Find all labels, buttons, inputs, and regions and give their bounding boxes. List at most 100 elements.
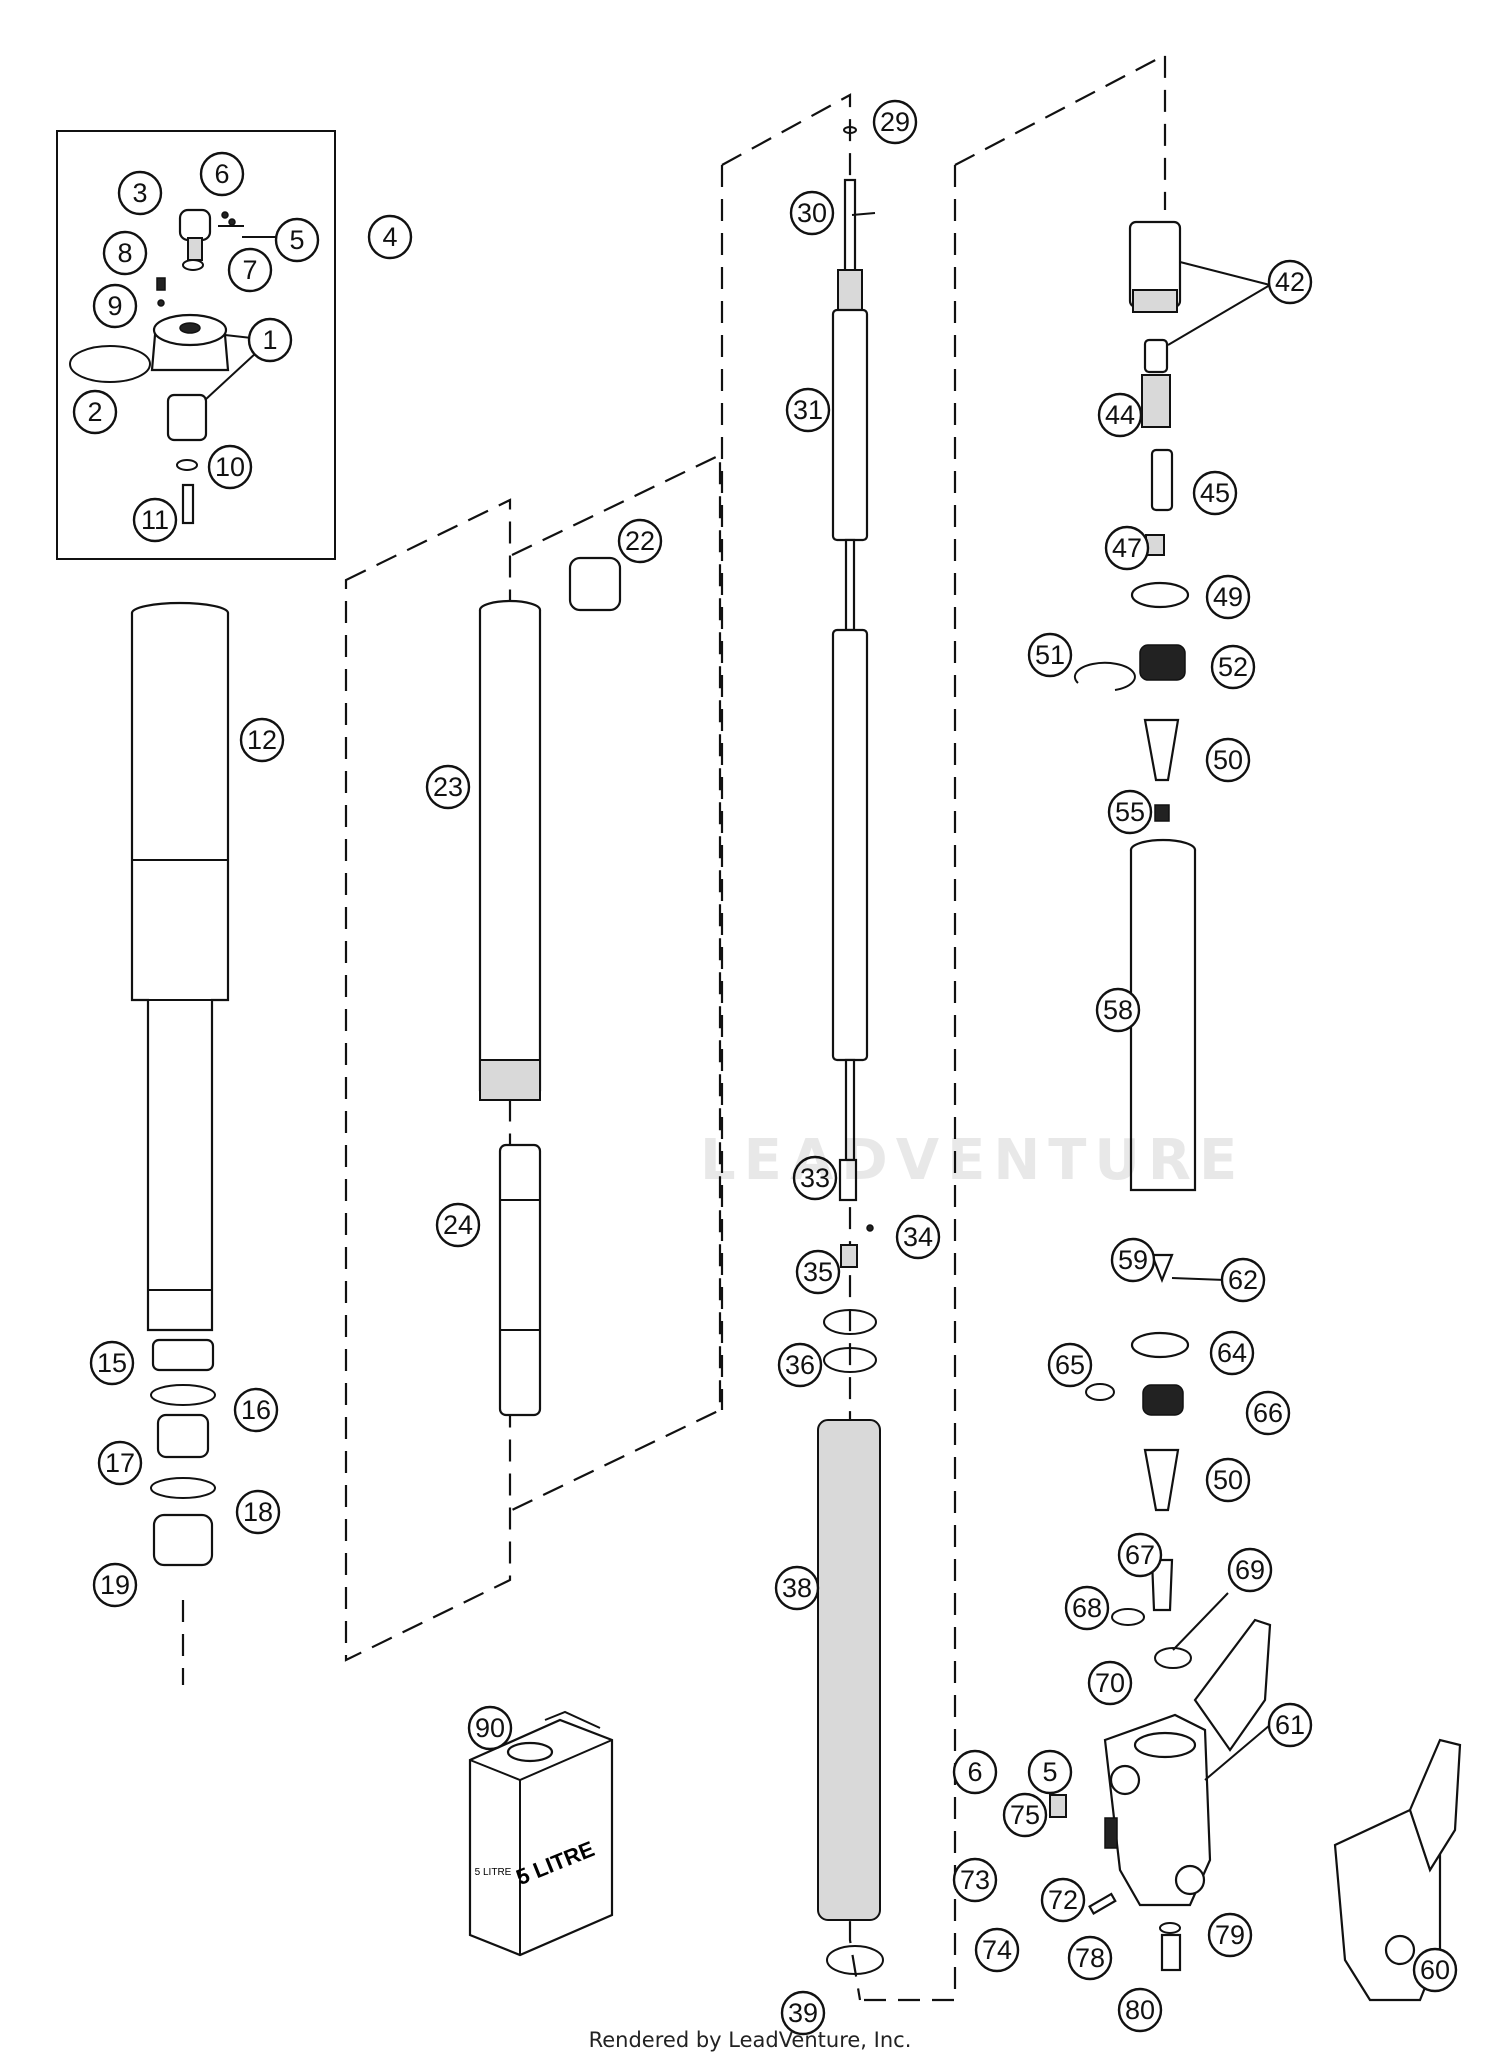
callout-6: 6 <box>199 151 245 197</box>
callout-31: 31 <box>785 387 831 433</box>
svg-text:17: 17 <box>105 1448 135 1478</box>
svg-text:6: 6 <box>967 1757 982 1787</box>
callout-75: 75 <box>1002 1792 1048 1838</box>
callout-42: 42 <box>1267 259 1313 305</box>
svg-text:30: 30 <box>797 198 827 228</box>
svg-text:67: 67 <box>1125 1540 1155 1570</box>
callout-58: 58 <box>1095 987 1141 1033</box>
svg-text:7: 7 <box>242 255 257 285</box>
svg-text:70: 70 <box>1095 1668 1125 1698</box>
svg-text:73: 73 <box>960 1865 990 1895</box>
svg-text:1: 1 <box>262 325 277 355</box>
svg-text:9: 9 <box>107 291 122 321</box>
callout-4: 4 <box>367 214 413 260</box>
callout-6-foot: 6 <box>952 1749 998 1795</box>
callout-49: 49 <box>1205 574 1251 620</box>
svg-text:15: 15 <box>97 1348 127 1378</box>
svg-text:55: 55 <box>1115 797 1145 827</box>
callout-62: 62 <box>1220 1257 1266 1303</box>
dashed-outline-outer-tube <box>344 498 512 1662</box>
callout-5: 5 <box>274 217 320 263</box>
svg-text:8: 8 <box>117 238 132 268</box>
callout-68: 68 <box>1064 1585 1110 1631</box>
svg-text:16: 16 <box>241 1395 271 1425</box>
svg-text:12: 12 <box>247 725 277 755</box>
callout-44: 44 <box>1097 392 1143 438</box>
watermark: LEADVENTURE <box>700 1128 1246 1193</box>
svg-text:44: 44 <box>1105 400 1135 430</box>
svg-text:49: 49 <box>1213 582 1243 612</box>
callout-80: 80 <box>1117 1987 1163 2033</box>
callout-38: 38 <box>774 1565 820 1611</box>
callout-64: 64 <box>1209 1330 1255 1376</box>
callout-34: 34 <box>895 1214 941 1260</box>
svg-text:79: 79 <box>1215 1920 1245 1950</box>
callout-33: 33 <box>792 1155 838 1201</box>
callout-29: 29 <box>872 99 918 145</box>
callout-72: 72 <box>1040 1877 1086 1923</box>
callout-15: 15 <box>89 1340 135 1386</box>
dashed-outline-inner-tube <box>511 453 722 1511</box>
inner-tube <box>478 556 622 1417</box>
callout-61: 61 <box>1267 1702 1313 1748</box>
svg-text:74: 74 <box>982 1935 1012 1965</box>
svg-text:11: 11 <box>141 505 169 535</box>
svg-text:59: 59 <box>1118 1245 1148 1275</box>
svg-text:61: 61 <box>1275 1710 1305 1740</box>
callout-17: 17 <box>97 1440 143 1486</box>
svg-text:75: 75 <box>1010 1800 1040 1830</box>
callout-67: 67 <box>1117 1532 1163 1578</box>
svg-text:60: 60 <box>1420 1955 1450 1985</box>
callout-3: 3 <box>117 170 163 216</box>
callout-73: 73 <box>952 1857 998 1903</box>
callout-45: 45 <box>1192 470 1238 516</box>
callout-59: 59 <box>1110 1237 1156 1283</box>
svg-text:80: 80 <box>1125 1995 1155 2025</box>
callout-74: 74 <box>974 1927 1020 1973</box>
callout-51: 51 <box>1027 632 1073 678</box>
callout-70: 70 <box>1087 1660 1133 1706</box>
svg-text:29: 29 <box>880 107 910 137</box>
callout-55: 55 <box>1107 789 1153 835</box>
svg-text:64: 64 <box>1217 1338 1247 1368</box>
svg-text:35: 35 <box>803 1257 833 1287</box>
callout-16: 16 <box>233 1387 279 1433</box>
callout-7: 7 <box>227 247 273 293</box>
cartridge-parts <box>1073 220 1197 1669</box>
svg-text:42: 42 <box>1275 267 1305 297</box>
callout-66: 66 <box>1245 1390 1291 1436</box>
callout-50-upper: 50 <box>1205 737 1251 783</box>
callout-8: 8 <box>102 230 148 276</box>
svg-text:72: 72 <box>1048 1885 1078 1915</box>
callout-30: 30 <box>789 190 835 236</box>
callout-24: 24 <box>435 1202 481 1248</box>
render-credit: Rendered by LeadVenture, Inc. <box>588 2028 912 2052</box>
svg-text:5: 5 <box>1042 1757 1057 1787</box>
svg-text:22: 22 <box>625 526 655 556</box>
callout-36: 36 <box>777 1342 823 1388</box>
oil-can-side-label: 5 LITRE <box>475 1867 512 1878</box>
svg-text:47: 47 <box>1112 533 1142 563</box>
callout-39: 39 <box>780 1990 826 2036</box>
callout-69: 69 <box>1227 1547 1273 1593</box>
svg-text:52: 52 <box>1218 652 1248 682</box>
svg-text:78: 78 <box>1075 1943 1105 1973</box>
callout-35: 35 <box>795 1249 841 1295</box>
svg-text:45: 45 <box>1200 478 1230 508</box>
svg-text:5: 5 <box>289 225 304 255</box>
oil-can <box>468 1710 614 1957</box>
callout-12: 12 <box>239 717 285 763</box>
callout-1: 1 <box>247 317 293 363</box>
svg-text:2: 2 <box>87 397 102 427</box>
svg-text:24: 24 <box>443 1210 473 1240</box>
callout-22: 22 <box>617 518 663 564</box>
svg-text:19: 19 <box>100 1570 130 1600</box>
top-cap-parts <box>69 208 236 525</box>
svg-text:68: 68 <box>1072 1593 1102 1623</box>
svg-text:58: 58 <box>1103 995 1133 1025</box>
callout-23: 23 <box>425 764 471 810</box>
svg-text:69: 69 <box>1235 1555 1265 1585</box>
svg-text:65: 65 <box>1055 1350 1085 1380</box>
callout-19: 19 <box>92 1562 138 1608</box>
svg-text:6: 6 <box>214 159 229 189</box>
